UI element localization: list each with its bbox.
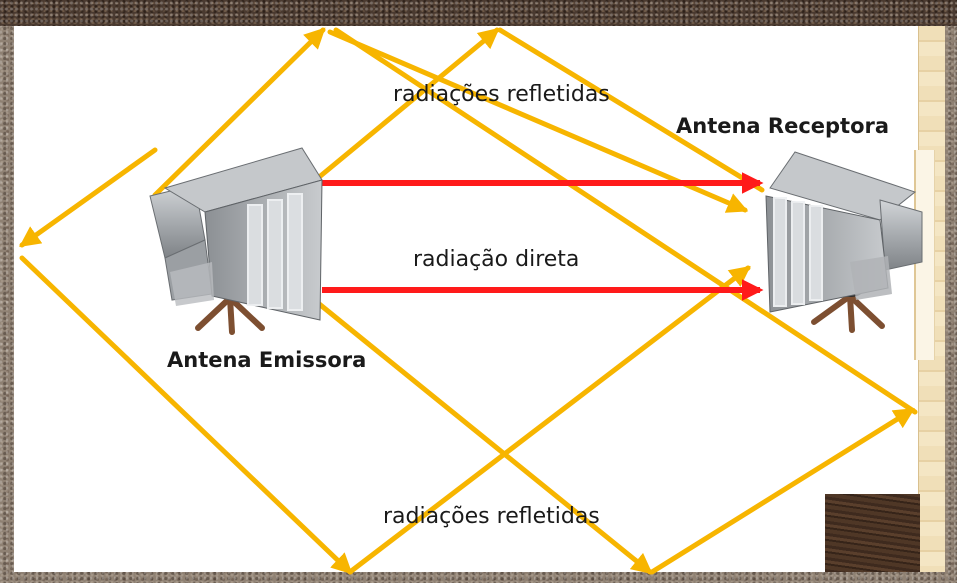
label-reflected-top: radiações refletidas xyxy=(393,82,610,107)
emitter-antenna-icon xyxy=(149,147,323,335)
ray-emitter-up xyxy=(315,27,500,181)
label-direct: radiação direta xyxy=(413,247,580,272)
ray-left-lower xyxy=(19,255,353,575)
ray-left-wall xyxy=(19,147,158,248)
reflected-rays xyxy=(19,27,918,575)
ray-left-upper xyxy=(152,27,326,198)
ray-top-right-down xyxy=(497,27,765,193)
direct-rays xyxy=(322,172,764,301)
wooden-furniture-corner xyxy=(825,494,920,572)
label-receiver: Antena Receptora xyxy=(676,114,890,138)
ray-emitter-down xyxy=(315,300,653,575)
emitter-tripod xyxy=(195,295,265,335)
top-wall-strip xyxy=(0,0,957,26)
ray-bottom-right-up xyxy=(649,407,915,575)
label-reflected-bottom: radiações refletidas xyxy=(383,504,600,529)
ray-bottom-up xyxy=(347,265,751,575)
receiver-antenna-icon xyxy=(765,151,923,333)
ray-right-wall-bounce xyxy=(333,27,918,415)
label-emitter: Antena Emissora xyxy=(167,348,367,372)
receiver-tripod xyxy=(811,293,885,333)
